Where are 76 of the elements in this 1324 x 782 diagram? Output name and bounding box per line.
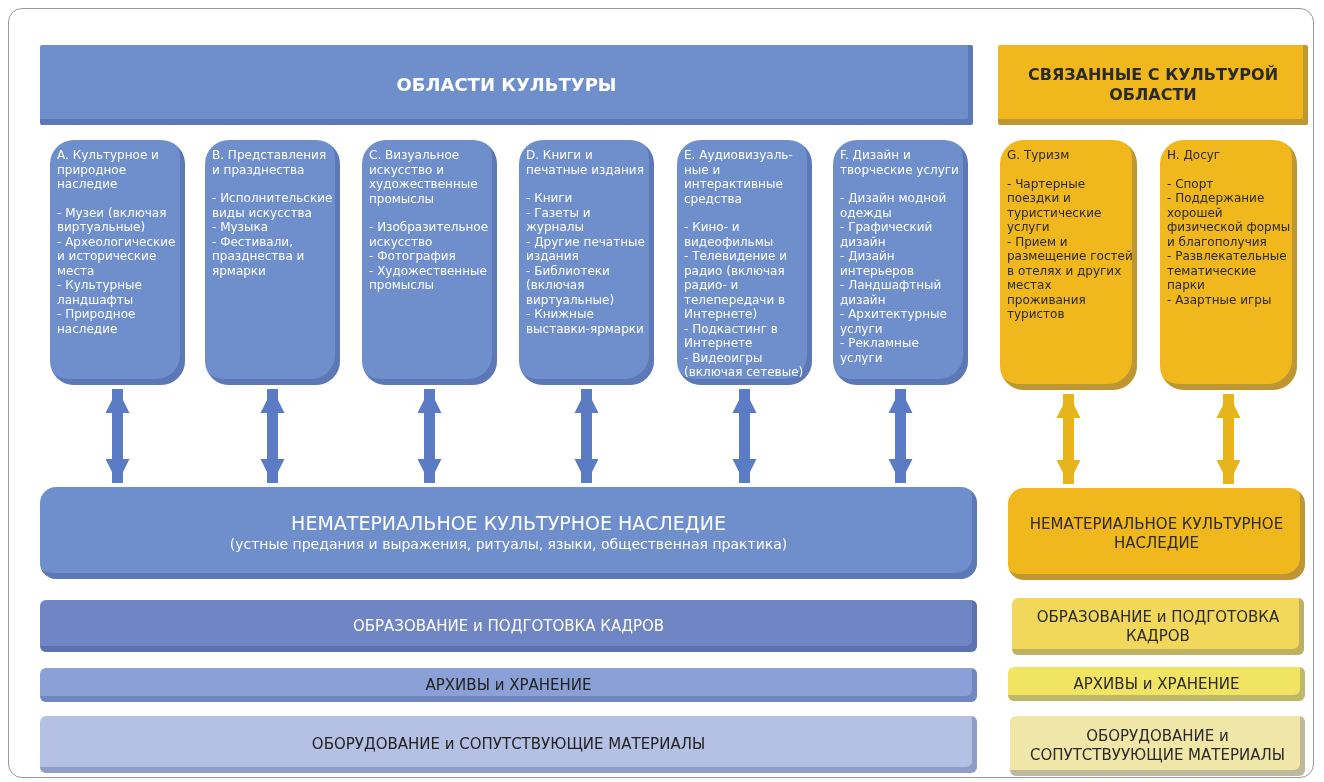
list-item: - Исполнительские виды искусства <box>212 191 334 220</box>
band-title: АРХИВЫ и ХРАНЕНИЕ <box>425 675 592 695</box>
double-arrow <box>260 389 285 483</box>
list-item: - Рекламные услуги <box>840 336 920 365</box>
list-item: - Книги <box>526 191 574 206</box>
category-card <box>1160 140 1297 390</box>
category-band <box>40 600 977 652</box>
band-title: НЕМАТЕРИАЛЬНОЕ КУЛЬТУРНОЕ НАСЛЕДИЕ <box>1028 515 1285 553</box>
band-title: ОБРАЗОВАНИЕ и ПОДГОТОВКА КАДРОВ <box>1035 607 1281 646</box>
double-arrow <box>1056 394 1081 484</box>
heritage-band <box>40 487 977 579</box>
header-banner <box>40 45 973 125</box>
card-heading: D. Книги и печатные издания <box>526 148 645 177</box>
card-heading: E. Аудиовизуаль- ные и интерактивные средства <box>684 148 794 206</box>
band-title: ОБОРУДОВАНИЕ и СОПУТСТВУЮЩИЕ МАТЕРИАЛЫ <box>311 735 706 754</box>
category-card <box>677 140 812 385</box>
list-item: - Художественные промыслы <box>369 263 488 293</box>
list-item: - Подкастинг в Интернете <box>684 321 779 351</box>
band-title: ОБРАЗОВАНИЕ и ПОДГОТОВКА КАДРОВ <box>352 616 665 636</box>
card-heading: C. Визуальное искусство и художественные промыслы <box>369 148 479 206</box>
header-title: ОБЛАСТИ КУЛЬТУРЫ <box>396 73 617 97</box>
category-card <box>833 140 968 385</box>
list-item: - Архитектурные услуги <box>840 307 948 336</box>
list-item: - Музеи (включая виртуальные) <box>57 205 168 235</box>
list-item: - Фестивали, празднества и ярмарки <box>212 234 306 278</box>
list-item: - Азартные игры <box>1167 292 1273 307</box>
double-arrow <box>574 389 599 483</box>
category-band <box>1012 598 1304 655</box>
heritage-band <box>1008 488 1305 580</box>
list-item: - Газеты и журналы <box>526 205 592 235</box>
list-item: - Дизайн интерьеров <box>840 249 916 278</box>
category-card <box>519 140 654 385</box>
double-arrow <box>105 389 130 483</box>
list-item: - Музыка <box>212 220 270 235</box>
card-heading: B. Представления и празднества <box>212 148 328 177</box>
list-item: - Графический дизайн <box>840 220 934 249</box>
list-item: - Библиотеки (включая виртуальные) <box>526 263 616 307</box>
band-subtitle: (устные предания и выражения, ритуалы, языки, общественная практика) <box>229 536 788 554</box>
list-item: - Фотография <box>369 249 457 264</box>
double-arrow <box>417 389 442 483</box>
band-title: ОБОРУДОВАНИЕ и СОПУТСТВУУЮЩИЕ МАТЕРИАЛЫ <box>1029 727 1286 765</box>
card-heading: H. Досуг <box>1167 148 1222 163</box>
list-item: - Прием и размещение гостей в отелях и других местах проживания туристов <box>1007 234 1133 322</box>
list-item: - Археологические и исторические места <box>57 234 177 278</box>
band-title: НЕМАТЕРИАЛЬНОЕ КУЛЬТУРНОЕ НАСЛЕДИЕ <box>291 512 726 537</box>
list-item: - Другие печатные издания <box>526 234 646 264</box>
category-card <box>1000 140 1137 390</box>
band-title: АРХИВЫ и ХРАНЕНИЕ <box>1073 674 1240 694</box>
list-item: - Спорт <box>1167 176 1215 191</box>
category-band <box>1010 716 1305 776</box>
list-item: - Ландшафтный дизайн <box>840 278 943 307</box>
list-item: - Дизайн модной одежды <box>840 191 948 220</box>
category-band <box>1008 667 1305 701</box>
card-heading: F. Дизайн и творческие услуги <box>840 148 960 177</box>
list-item: - Изобразительное искусство <box>369 220 490 249</box>
header-title: СВЯЗАННЫЕ С КУЛЬТУРОЙ ОБЛАСТИ <box>1026 65 1279 105</box>
category-card <box>362 140 497 385</box>
list-item: - Развлекательные тематические парки <box>1167 249 1288 293</box>
category-card <box>205 140 340 385</box>
double-arrow <box>888 389 913 483</box>
category-card <box>50 140 185 385</box>
list-item: - Поддержание хорошей физической формы и благополучия <box>1167 191 1292 249</box>
card-heading: A. Культурное и природное наследие <box>57 148 160 192</box>
list-item: - Книжные выставки-ярмарки <box>526 307 645 336</box>
double-arrow <box>1216 394 1241 484</box>
category-band <box>40 716 977 773</box>
list-item: - Чартерные поездки и туристические услуги <box>1007 176 1103 235</box>
list-item: - Телевидение и радио (включая радио- и телепередачи в Интернете) <box>684 249 789 322</box>
card-heading: G. Туризм <box>1007 148 1071 163</box>
list-item: - Видеоигры (включая сетевые) <box>684 350 805 380</box>
list-item: - Природное наследие <box>57 307 137 336</box>
list-item: - Кино- и видеофильмы <box>684 220 775 249</box>
category-band <box>40 668 977 702</box>
double-arrow <box>732 389 757 483</box>
list-item: - Культурные ландшафты <box>57 278 143 307</box>
header-banner <box>998 45 1308 125</box>
